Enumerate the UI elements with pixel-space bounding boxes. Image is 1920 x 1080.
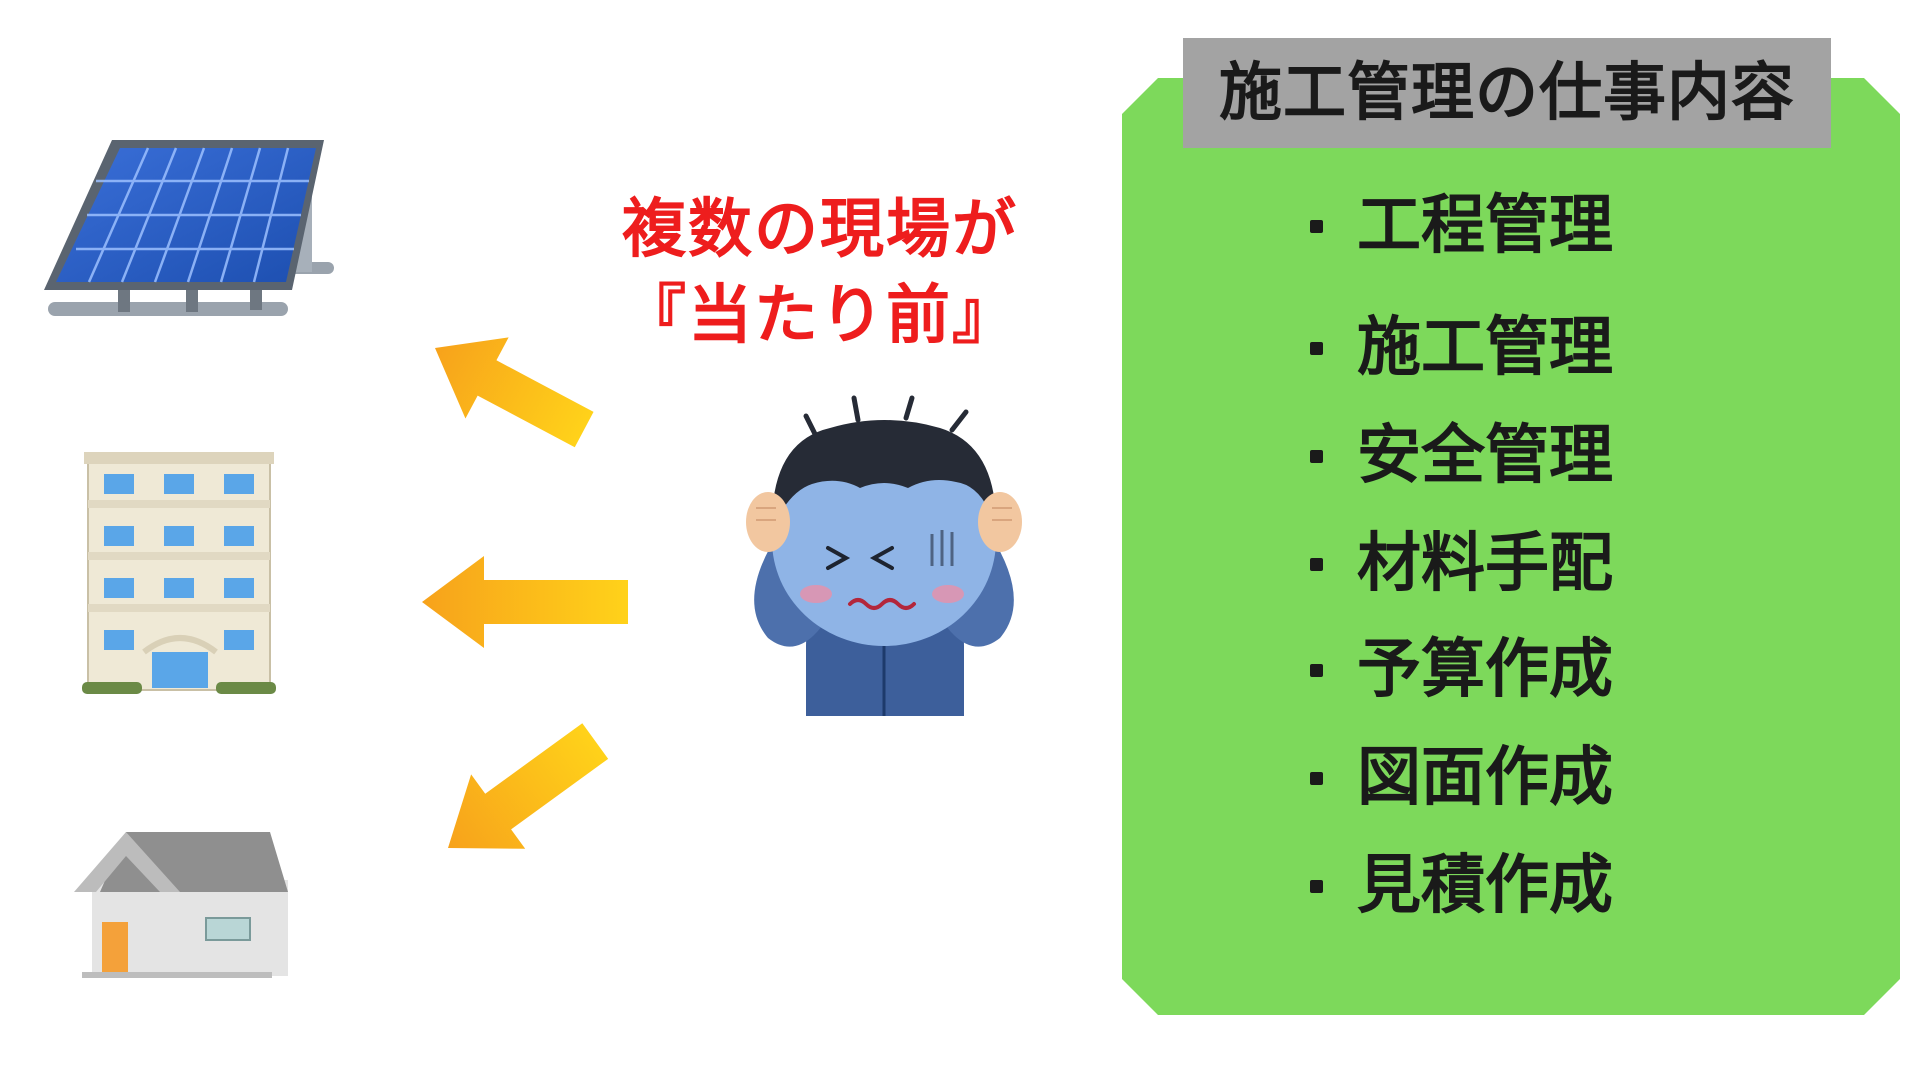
duty-item: 見積作成 — [1310, 854, 1613, 918]
duty-item-label: 材料手配 — [1357, 527, 1613, 601]
bullet-icon — [1310, 879, 1323, 893]
bullet-icon — [1310, 341, 1323, 355]
panel-title-bar — [1183, 38, 1831, 148]
duty-item: 工程管理 — [1310, 194, 1613, 258]
duties-panel — [1122, 78, 1900, 1015]
solar-panel-icon — [44, 140, 334, 316]
arrow-down-left-icon — [448, 723, 609, 849]
duty-list: 工程管理 施工管理 安全管理 材料手配 予算作成 図面作成 見積作成 — [1310, 0, 1870, 1080]
panel-title: 施工管理の仕事内容 — [1219, 56, 1795, 129]
apartment-building-icon — [82, 452, 276, 694]
bullet-icon — [1310, 557, 1323, 571]
bullet-icon — [1310, 771, 1323, 785]
bullet-icon — [1310, 219, 1323, 233]
duty-item: 施工管理 — [1310, 316, 1613, 380]
duty-item: 安全管理 — [1310, 424, 1613, 488]
bullet-icon — [1310, 663, 1323, 677]
duty-item-label: 予算作成 — [1357, 633, 1613, 707]
house-icon — [74, 832, 288, 978]
bullet-icon — [1310, 449, 1323, 463]
arrow-up-left-icon — [435, 337, 594, 448]
duty-item-label: 工程管理 — [1357, 189, 1613, 263]
duty-item: 材料手配 — [1310, 532, 1613, 596]
caption-line-1: 複数の現場が — [622, 193, 1018, 267]
duty-item-label: 見積作成 — [1357, 849, 1613, 923]
duty-item: 予算作成 — [1310, 638, 1613, 702]
duty-item: 図面作成 — [1310, 746, 1613, 810]
duty-item-label: 安全管理 — [1357, 419, 1613, 493]
caption-line-2: 『当たり前』 — [622, 279, 1018, 353]
duty-item-label: 図面作成 — [1357, 741, 1613, 815]
duty-item-label: 施工管理 — [1357, 311, 1613, 385]
arrow-left-icon — [422, 556, 628, 648]
troubled-worker-icon — [746, 395, 1022, 716]
